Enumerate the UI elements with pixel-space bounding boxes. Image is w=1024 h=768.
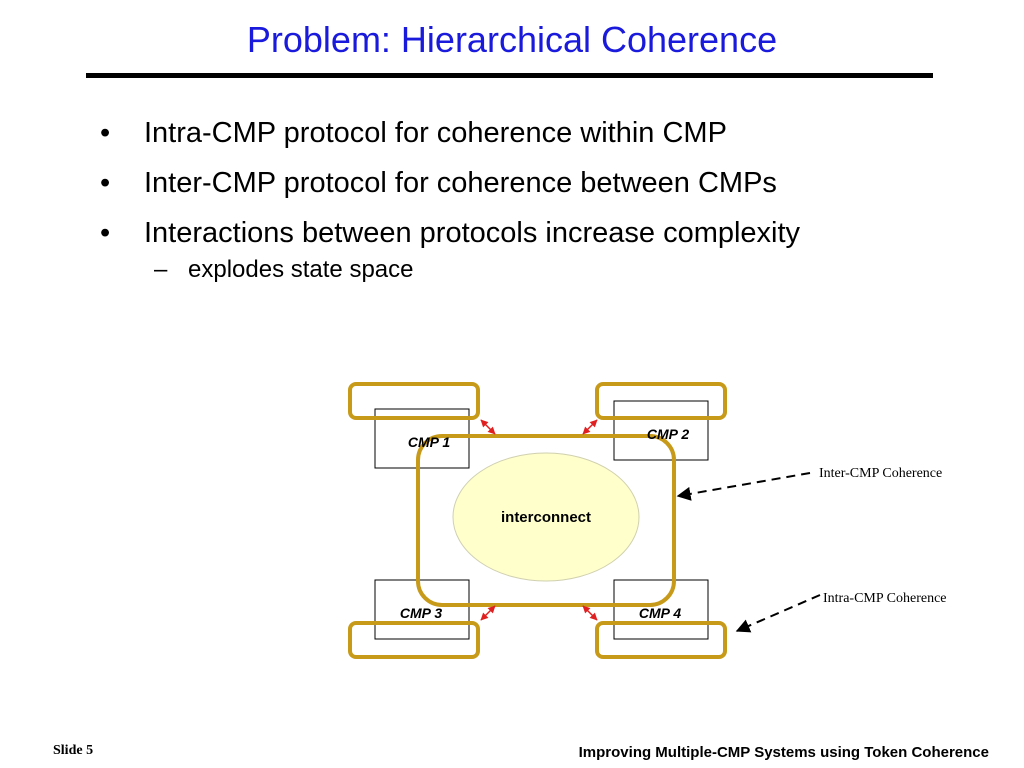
bullet-marker: • xyxy=(100,117,111,149)
inter-cmp-label: Inter-CMP Coherence xyxy=(819,466,942,481)
title-rule xyxy=(86,73,933,78)
link-arrow-2 xyxy=(582,419,598,435)
bullet-item: • Intra-CMP protocol for coherence withi… xyxy=(100,116,800,150)
intra-pointer-arrow xyxy=(735,594,821,633)
bullet-item: • Interactions between protocols increas… xyxy=(100,216,800,250)
slide-title: Problem: Hierarchical Coherence xyxy=(246,19,778,60)
slide-number: Slide 5 xyxy=(53,743,94,758)
sub-bullet-text: explodes state space xyxy=(188,256,414,283)
sub-bullet-marker: – xyxy=(154,256,168,283)
cmp-2-label: CMP 2 xyxy=(647,426,689,442)
bullet-text: Inter-CMP protocol for coherence between… xyxy=(144,167,777,199)
cmp-2-box xyxy=(613,400,709,461)
intra-cmp-ring-2 xyxy=(595,382,727,420)
cmp-4-label: CMP 4 xyxy=(639,605,681,621)
cmp-3-label: CMP 3 xyxy=(400,605,442,621)
interconnect-label: interconnect xyxy=(501,509,591,526)
bullet-marker: • xyxy=(100,167,111,199)
intra-cmp-label: Intra-CMP Coherence xyxy=(823,591,947,606)
inter-cmp-ring xyxy=(416,434,676,607)
deck-title: Improving Multiple-CMP Systems using Tok… xyxy=(578,744,989,761)
cmp-1-label: CMP 1 xyxy=(408,434,450,450)
link-arrow-4 xyxy=(582,605,598,621)
sub-bullet-item: – explodes state space xyxy=(100,256,800,284)
bullet-list: • Intra-CMP protocol for coherence withi… xyxy=(100,116,800,300)
link-arrow-1 xyxy=(480,419,496,435)
intra-cmp-ring-3 xyxy=(348,621,480,659)
intra-cmp-ring-4 xyxy=(595,621,727,659)
cmp-4-box xyxy=(613,579,709,640)
bullet-text: Interactions between protocols increase … xyxy=(144,217,801,249)
bullet-item: • Inter-CMP protocol for coherence betwe… xyxy=(100,166,800,200)
link-arrow-3 xyxy=(480,605,496,621)
bullet-marker: • xyxy=(100,217,111,249)
interconnect-ellipse xyxy=(452,452,640,582)
bullet-text: Intra-CMP protocol for coherence within … xyxy=(144,117,727,149)
inter-pointer-arrow xyxy=(676,472,811,501)
intra-cmp-ring-1 xyxy=(348,382,480,420)
cmp-3-box xyxy=(374,579,470,640)
